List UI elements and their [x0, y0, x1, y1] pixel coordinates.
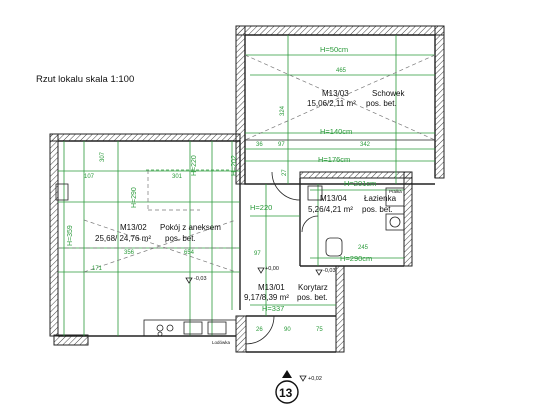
svg-text:H=202: H=202: [231, 155, 238, 176]
svg-text:M13/04: M13/04: [320, 194, 347, 203]
svg-text:Schowek: Schowek: [372, 89, 405, 98]
svg-text:pos. bet.: pos. bet.: [297, 293, 328, 302]
svg-text:324: 324: [280, 105, 286, 116]
svg-text:307: 307: [100, 151, 106, 162]
svg-text:M13/02: M13/02: [120, 223, 147, 232]
lodowka-label: Lodówka: [212, 340, 231, 345]
svg-text:pos. bet.: pos. bet.: [362, 205, 393, 214]
svg-text:H=50cm: H=50cm: [320, 45, 348, 54]
svg-text:97: 97: [254, 251, 261, 257]
svg-text:107: 107: [84, 174, 95, 180]
dimension-numbers: 465 324 36 97 342 307 107 301 654 356 17…: [84, 68, 371, 333]
kitchen-counter: [55, 183, 237, 337]
svg-text:H=176cm: H=176cm: [318, 155, 350, 164]
room-korytarz: M13/01 Korytarz 9,17/8,39 m² pos. bet.: [244, 283, 328, 302]
svg-text:26: 26: [256, 327, 263, 333]
svg-text:245: 245: [358, 245, 369, 251]
dimension-lines: [58, 35, 435, 336]
svg-text:171: 171: [92, 266, 103, 272]
svg-text:-0,03: -0,03: [323, 268, 336, 274]
level-marker-icon: [185, 277, 193, 284]
svg-text:25,68/ 24,76 m²: 25,68/ 24,76 m²: [95, 234, 151, 243]
svg-text:75: 75: [316, 327, 323, 333]
svg-text:H=220: H=220: [191, 155, 198, 176]
pralka-label: Pralka: [389, 189, 402, 194]
svg-text:pos. bet.: pos. bet.: [366, 99, 397, 108]
svg-text:M13/01: M13/01: [258, 283, 285, 292]
svg-text:9,17/8,39 m²: 9,17/8,39 m²: [244, 293, 289, 302]
svg-text:Łazienka: Łazienka: [364, 194, 397, 203]
svg-text:+0,00: +0,00: [265, 266, 279, 272]
room-pokoj: M13/02 Pokój z aneksem 25,68/ 24,76 m² p…: [95, 223, 221, 243]
svg-text:Korytarz: Korytarz: [298, 283, 328, 292]
svg-text:M13/03: M13/03: [322, 89, 349, 98]
svg-text:97: 97: [278, 142, 285, 148]
room-lazienka: M13/04 Łazienka 5,26/4,21 m² pos. bet.: [308, 194, 397, 214]
doors: [245, 171, 319, 345]
svg-text:pos. bet.: pos. bet.: [165, 234, 196, 243]
svg-text:90: 90: [284, 327, 291, 333]
svg-text:H=201cm: H=201cm: [344, 179, 376, 188]
svg-text:H=290: H=290: [131, 187, 138, 208]
svg-text:36: 36: [256, 142, 263, 148]
height-labels: H=50cm H=140cm H=176cm H=201cm H=290cm H…: [67, 45, 376, 313]
svg-text:H=220: H=220: [250, 203, 272, 212]
plan-title: Rzut lokalu skala 1:100: [36, 74, 134, 85]
svg-text:27: 27: [282, 169, 288, 176]
svg-text:5,26/4,21 m²: 5,26/4,21 m²: [308, 205, 353, 214]
dashed-lines: [58, 54, 436, 273]
entrance-marker: 13: [275, 370, 299, 404]
svg-text:342: 342: [360, 142, 371, 148]
svg-text:H=337: H=337: [262, 304, 284, 313]
svg-text:654: 654: [184, 250, 195, 256]
svg-text:H=140cm: H=140cm: [320, 127, 352, 136]
svg-text:356: 356: [124, 250, 135, 256]
bathroom-fixtures: [307, 185, 405, 257]
room-schowek: M13/03 Schowek 15,06/2,11 m² pos. bet.: [307, 89, 405, 108]
svg-text:Pokój z aneksem: Pokój z aneksem: [160, 223, 221, 232]
svg-text:15,06/2,11 m²: 15,06/2,11 m²: [307, 99, 356, 108]
level-marker-icon: [257, 267, 265, 274]
svg-text:301: 301: [172, 174, 183, 180]
svg-text:H=290cm: H=290cm: [340, 254, 372, 263]
svg-text:-0,03: -0,03: [194, 276, 207, 282]
svg-text:H=359: H=359: [67, 225, 74, 246]
level-markers: -0,03 +0,00 +0,02 -0,03: [185, 266, 336, 382]
level-marker-icon: [315, 269, 323, 276]
svg-text:13: 13: [279, 386, 293, 400]
svg-text:+0,02: +0,02: [308, 376, 322, 382]
svg-text:465: 465: [336, 68, 347, 74]
level-marker-icon: [299, 375, 307, 382]
